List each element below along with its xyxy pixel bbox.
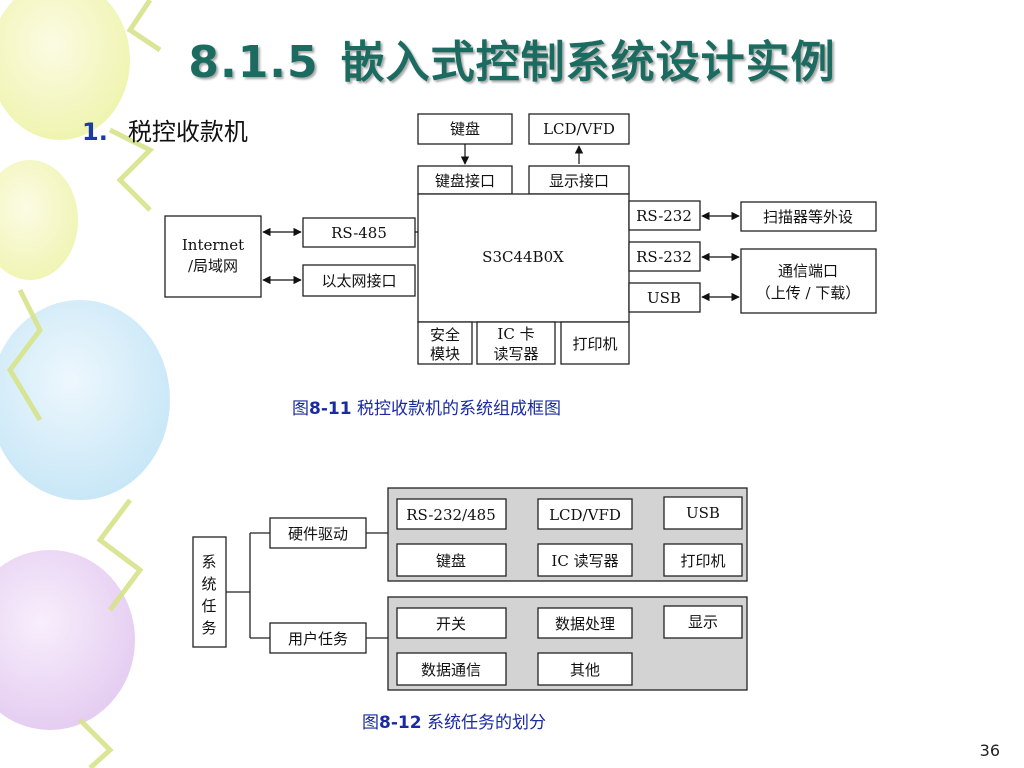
box-hw-driver (269, 517, 367, 549)
box-comm (740, 248, 877, 314)
label-hw-6: 打印机 (680, 552, 725, 570)
box-hw-4 (396, 543, 507, 577)
label-user-3: 显示 (688, 613, 718, 631)
label-keyboard: 键盘 (450, 120, 480, 138)
box-scanner (740, 201, 877, 232)
box-rs485 (302, 217, 416, 248)
box-keyboard (417, 113, 513, 145)
label-user-2: 数据处理 (555, 615, 615, 633)
label-lcd: LCD/VFD (543, 120, 615, 138)
label-hw-5: IC 读写器 (551, 552, 618, 570)
balloon-purple (0, 550, 135, 730)
balloon-yellow-mid (0, 160, 78, 280)
box-hw-1 (396, 498, 507, 530)
label-kbd-if: 键盘接口 (435, 172, 495, 190)
box-user-1 (396, 607, 507, 639)
caption-prefix: 图 (362, 713, 379, 733)
label-usb: USB (647, 289, 681, 307)
label-hw-1: RS-232/485 (406, 506, 496, 524)
label-rs232a: RS-232 (636, 207, 692, 225)
label-user-1: 开关 (436, 615, 466, 633)
label-ic-1: IC 卡 (497, 325, 534, 343)
subtitle-number: 1. (82, 118, 108, 146)
label-rs232b: RS-232 (636, 248, 692, 266)
box-rs232b (628, 241, 701, 272)
box-hw-2 (537, 498, 633, 530)
title-number: 8.1.5 (188, 37, 319, 88)
box-rs232a (628, 200, 701, 231)
box-security (417, 321, 473, 365)
box-user-2 (537, 607, 633, 639)
label-hw-driver: 硬件驱动 (288, 525, 348, 543)
section-subtitle: 1. 税控收款机 (82, 112, 248, 147)
slide-title: 8.1.5 嵌入式控制系统设计实例 (0, 26, 1024, 90)
balloon-blue (0, 300, 170, 500)
caption-text: 系统任务的划分 (426, 713, 546, 733)
label-hw-4: 键盘 (436, 552, 466, 570)
balloon-yellow-top (0, 0, 130, 140)
label-internet-1: Internet (182, 236, 244, 254)
box-usb (628, 282, 701, 313)
root-char-1: 系 (201, 553, 216, 571)
box-internet (164, 215, 262, 298)
label-hw-2: LCD/VFD (549, 506, 621, 524)
label-comm-2: （上传 / 下载） (756, 284, 861, 302)
label-security-2: 模块 (430, 345, 460, 363)
box-hw-3 (663, 496, 743, 530)
label-security-1: 安全 (430, 326, 460, 344)
label-user-5: 其他 (570, 661, 600, 679)
label-hw-3: USB (686, 504, 720, 522)
caption-text: 税控收款机的系统组成框图 (356, 399, 561, 419)
caption-fig-8-11: 图8-11 税控收款机的系统组成框图 (292, 394, 561, 419)
box-printer (560, 321, 630, 365)
caption-fig-8-12: 图8-12 系统任务的划分 (362, 708, 546, 733)
label-rs485: RS-485 (331, 224, 387, 242)
box-ethernet (302, 264, 416, 297)
title-text: 嵌入式控制系统设计实例 (340, 37, 836, 88)
box-user-5 (537, 652, 633, 686)
label-comm-1: 通信端口 (778, 262, 838, 280)
box-cpu (417, 193, 630, 323)
root-char-3: 任 (201, 597, 216, 615)
label-printer: 打印机 (572, 335, 617, 353)
label-cpu: S3C44B0X (482, 248, 564, 266)
label-disp-if: 显示接口 (549, 172, 609, 190)
box-root (192, 536, 227, 648)
page-number: 36 (979, 741, 1000, 760)
root-char-4: 务 (201, 619, 216, 637)
box-ic (476, 321, 556, 365)
box-user-4 (396, 652, 507, 686)
subtitle-text: 税控收款机 (127, 118, 248, 146)
box-user-3 (663, 605, 743, 639)
root-char-2: 统 (201, 575, 216, 593)
label-internet-2: /局域网 (188, 257, 238, 275)
box-lcd (528, 113, 630, 145)
box-hw-6 (663, 543, 743, 577)
label-user-4: 数据通信 (421, 661, 481, 679)
label-scanner: 扫描器等外设 (763, 208, 853, 226)
label-ethernet: 以太网接口 (321, 272, 396, 290)
box-hw-5 (537, 543, 633, 577)
label-ic-2: 读写器 (493, 345, 538, 363)
label-user-task: 用户任务 (288, 630, 348, 648)
caption-number: 8-12 (379, 713, 422, 733)
caption-prefix: 图 (292, 399, 309, 419)
caption-number: 8-11 (309, 399, 352, 419)
